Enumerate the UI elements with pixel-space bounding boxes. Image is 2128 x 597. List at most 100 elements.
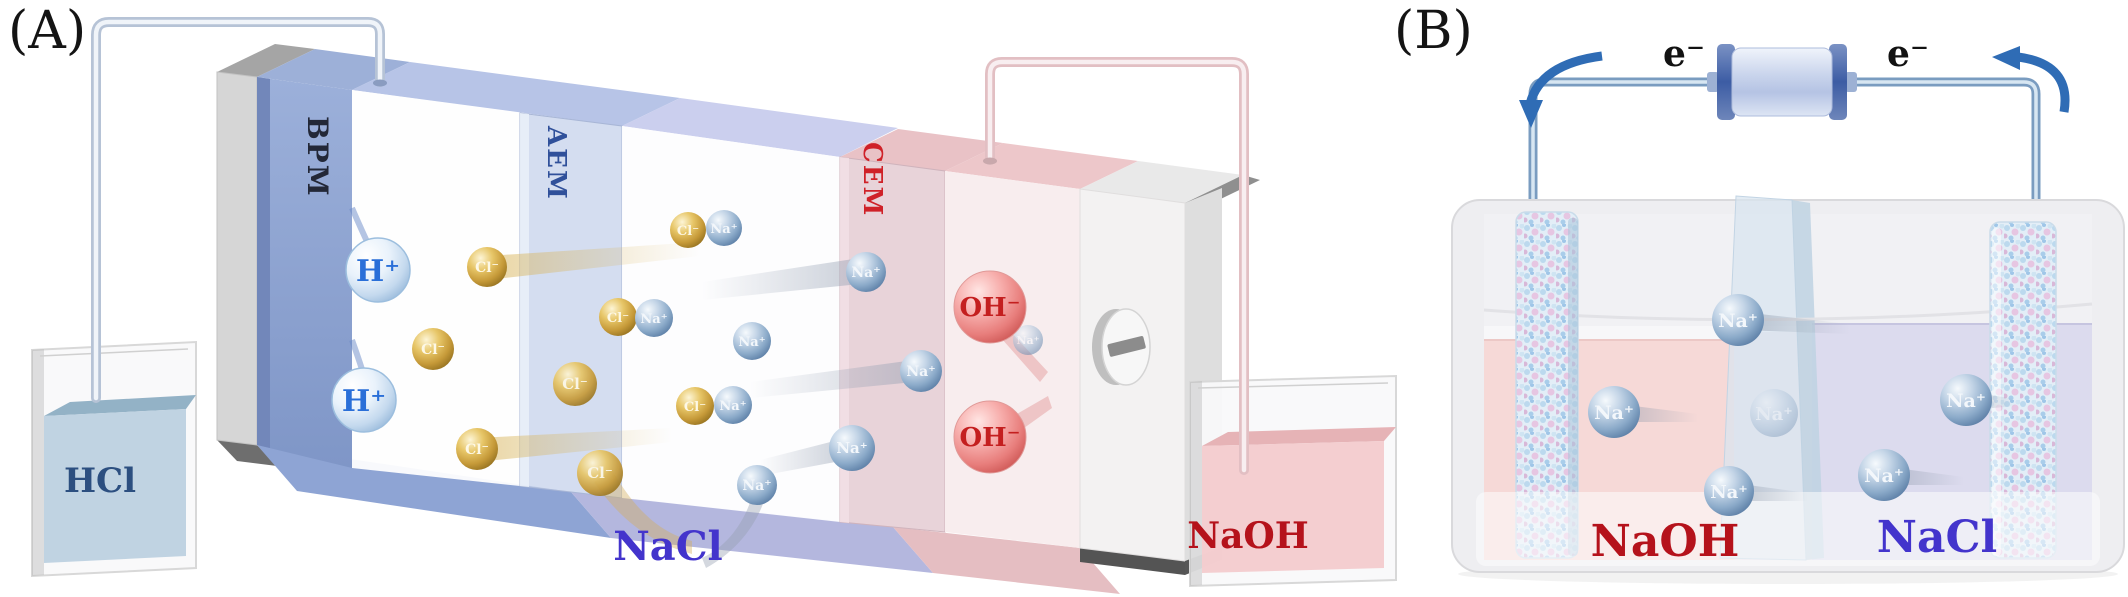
sodium-trail	[760, 438, 846, 476]
proton-ion: H⁺	[331, 367, 397, 433]
floor-dark-left	[217, 440, 277, 466]
load-cylinder-icon	[1707, 44, 1857, 120]
separator-edge	[1792, 200, 1824, 560]
hcl-liquid-top	[44, 395, 196, 416]
base-tube-inner	[987, 59, 1247, 473]
chloride-ion: Cl⁻	[467, 247, 507, 287]
base-circulation-tube	[983, 57, 1249, 475]
aem-label: AEM	[541, 125, 571, 201]
sodium-ion: Na⁺	[1940, 374, 1992, 426]
minus-electrode-icon	[1092, 308, 1151, 386]
hcl-beaker-rim	[39, 348, 189, 357]
proton-ion: H⁺	[345, 237, 411, 303]
wire-right-highlight	[1857, 80, 2038, 250]
panel-b: (B) e⁻ e⁻	[1394, 1, 2125, 584]
bpm-edge	[257, 77, 270, 448]
right-electrode-edge	[1992, 228, 2001, 556]
sodium-trail	[750, 360, 914, 398]
roof-bpm	[257, 49, 410, 90]
electron-label-left: e⁻	[1663, 33, 1705, 75]
hcl-beaker	[31, 340, 197, 578]
nacl-feed-label: NaCl	[613, 523, 723, 570]
hcl-label: HCl	[64, 461, 136, 501]
sodium-ion: Na⁺	[846, 252, 886, 292]
chloride-ion: Cl⁻	[670, 212, 706, 248]
acid-circulation-tube	[91, 17, 387, 403]
electrodialysis-cell	[216, 44, 1260, 594]
bpm-membrane	[257, 77, 352, 468]
chloride-trail-curved	[594, 470, 692, 554]
sodium-trail	[702, 258, 860, 300]
sodium-ion-ghost: Na⁺	[1750, 389, 1798, 437]
roof-gray-sliver-left	[217, 44, 315, 77]
acid-tube-port	[373, 79, 387, 87]
sodium-ion: Na⁺	[900, 350, 942, 392]
hcl-beaker-wall	[32, 349, 44, 576]
left-electrode-edge	[1568, 218, 1578, 556]
chloride-ion: Cl⁻	[412, 328, 454, 370]
cem-membrane	[839, 156, 946, 533]
panel-a-label: (A)	[8, 1, 86, 61]
sodium-ion: Na⁺	[635, 299, 673, 337]
base-tube-port	[983, 157, 997, 165]
floor-acid-blue	[257, 445, 611, 538]
sodium-ion: Na⁺	[737, 465, 777, 505]
electron-label-right: e⁻	[1887, 33, 1929, 75]
nacl-label-b: NaCl	[1877, 512, 1997, 563]
minus-bar	[1107, 336, 1146, 357]
electron-flow-arrow-right-icon	[1992, 46, 2070, 113]
naoh-beaker-rim	[1197, 382, 1389, 389]
floor-feed-violet	[571, 492, 933, 573]
arrow-right-head	[1992, 46, 2020, 70]
naoh-label: NaOH	[1187, 515, 1309, 557]
floor-dark-right	[1080, 548, 1185, 575]
sodium-ion: Na⁺	[1588, 386, 1640, 438]
sodium-ion: Na⁺	[1858, 449, 1910, 501]
sodium-trail-curved	[702, 497, 764, 568]
load-body	[1731, 47, 1833, 117]
chloride-ion: Cl⁻	[577, 450, 623, 496]
sodium-ion: Na⁺	[829, 425, 875, 471]
hydroxide-ion: OH⁻	[953, 270, 1027, 344]
naoh-liquid	[1202, 441, 1384, 573]
cell-roof	[217, 44, 1260, 208]
arrow-left-head	[1519, 100, 1543, 128]
arrow-left-shaft	[1525, 51, 1603, 106]
sodium-ion: Na⁺	[706, 210, 742, 246]
panel-a: (A)	[8, 1, 1397, 594]
chloride-ion: Cl⁻	[676, 387, 714, 425]
roof-acid-compartment	[352, 62, 680, 126]
roof-feed-compartment	[622, 98, 898, 157]
sodium-ion: Na⁺	[1712, 294, 1764, 346]
external-circuit: e⁻ e⁻	[1519, 33, 2070, 250]
cem-label: CEM	[857, 142, 887, 217]
cell-floor	[217, 440, 1185, 594]
sodium-ion: Na⁺	[733, 322, 771, 360]
naoh-liquid-top	[1202, 427, 1396, 446]
hcl-liquid	[44, 409, 186, 563]
sodium-ion: Na⁺	[1704, 466, 1754, 516]
hydroxide-ion: OH⁻	[953, 400, 1027, 474]
tank-front-glass	[1476, 492, 2100, 566]
chloride-ion: Cl⁻	[599, 298, 637, 336]
load-nub-right	[1845, 72, 1857, 92]
load-nub-left	[1707, 72, 1719, 92]
roof-cem	[840, 129, 1003, 171]
naoh-beaker-wall	[1190, 381, 1202, 586]
sodium-ion: Na⁺	[714, 386, 752, 424]
electron-flow-arrow-left-icon	[1519, 51, 1603, 128]
panel-b-label: (B)	[1394, 1, 1473, 61]
arrow-right-shaft	[2017, 52, 2070, 113]
acid-tube-inner	[93, 19, 383, 401]
base-compartment	[945, 171, 1080, 548]
bpm-label: BPM	[301, 116, 334, 198]
chloride-ion: Cl⁻	[553, 362, 597, 406]
chloride-trail	[487, 242, 700, 280]
naoh-label-b: NaOH	[1591, 516, 1740, 567]
electrolysis-tank	[1451, 195, 2125, 584]
roof-endplate	[1080, 161, 1243, 203]
left-endplate	[216, 71, 258, 446]
chloride-ion: Cl⁻	[456, 428, 498, 470]
load-cap-left	[1717, 44, 1735, 120]
load-cap-right	[1829, 44, 1847, 120]
